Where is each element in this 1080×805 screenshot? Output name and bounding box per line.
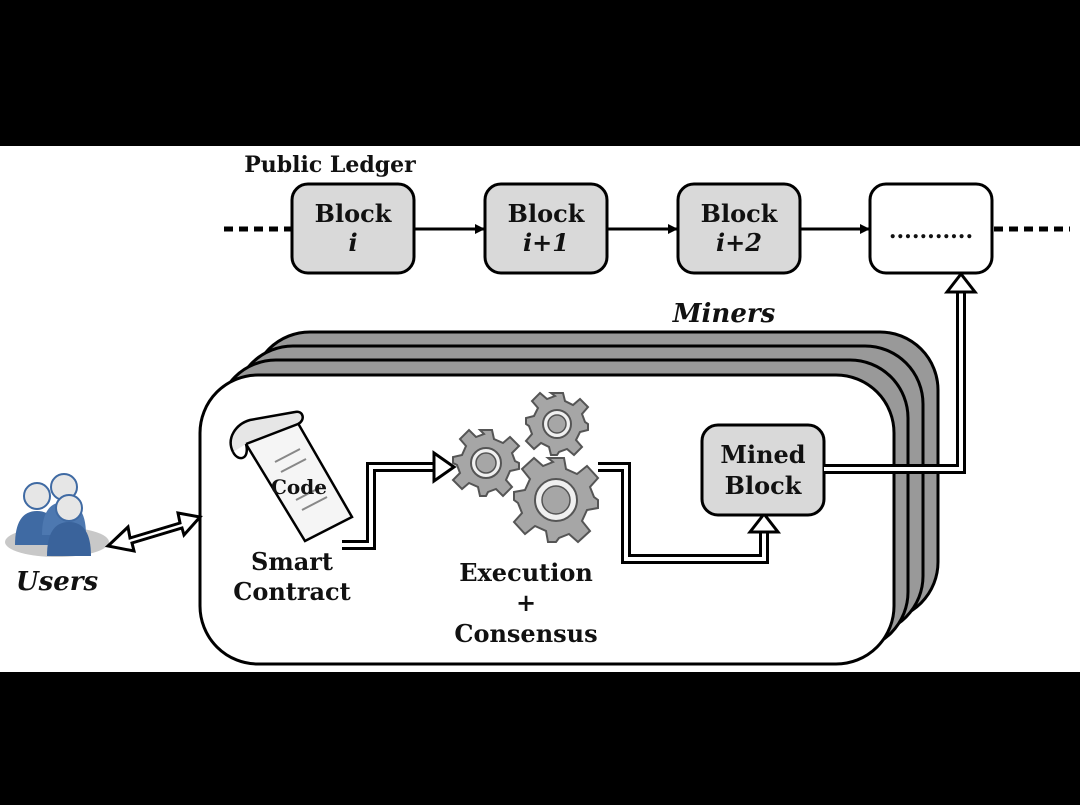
- mined-block: Mined Block: [700, 423, 826, 517]
- ledger-title: Public Ledger: [244, 152, 416, 178]
- users-label: Users: [16, 567, 99, 597]
- execution-label-line2: +: [516, 588, 536, 617]
- block-index: i+1: [523, 228, 569, 257]
- code-label: Code: [271, 475, 327, 499]
- scroll-icon: [229, 410, 354, 543]
- pipe-contract-to-execution: [342, 450, 457, 550]
- users-icon: [5, 473, 109, 557]
- block-label: Block: [315, 199, 393, 228]
- miners-label: Miners: [672, 299, 776, 329]
- execution-label-line1: Execution: [459, 558, 593, 587]
- block-label: Block: [508, 199, 586, 228]
- mined-block-line1: Mined: [720, 440, 805, 469]
- users-miner-double-arrow: [104, 511, 203, 553]
- block-ellipsis: ...........: [889, 218, 973, 244]
- pipe-mined-block-to-ledger: [824, 271, 979, 474]
- execution-label-line3: Consensus: [454, 619, 597, 648]
- block-index: i: [348, 228, 357, 257]
- mined-block-line2: Block: [725, 471, 803, 500]
- ledger-block-i-plus-1: Block i+1: [483, 182, 609, 275]
- ledger-block-i: Block i: [290, 182, 416, 275]
- block-index: i+2: [716, 228, 762, 257]
- ledger-block-next: ...........: [868, 182, 994, 275]
- ledger-block-i-plus-2: Block i+2: [676, 182, 802, 275]
- pipe-execution-to-mined-block: [598, 462, 782, 564]
- smart-contract-label-line1: Smart: [251, 547, 333, 576]
- smart-contract-label-line2: Contract: [233, 577, 351, 606]
- gear-icon: [512, 456, 600, 544]
- block-label: Block: [701, 199, 779, 228]
- gear-icon: [524, 391, 590, 457]
- gear-icon: [451, 428, 521, 498]
